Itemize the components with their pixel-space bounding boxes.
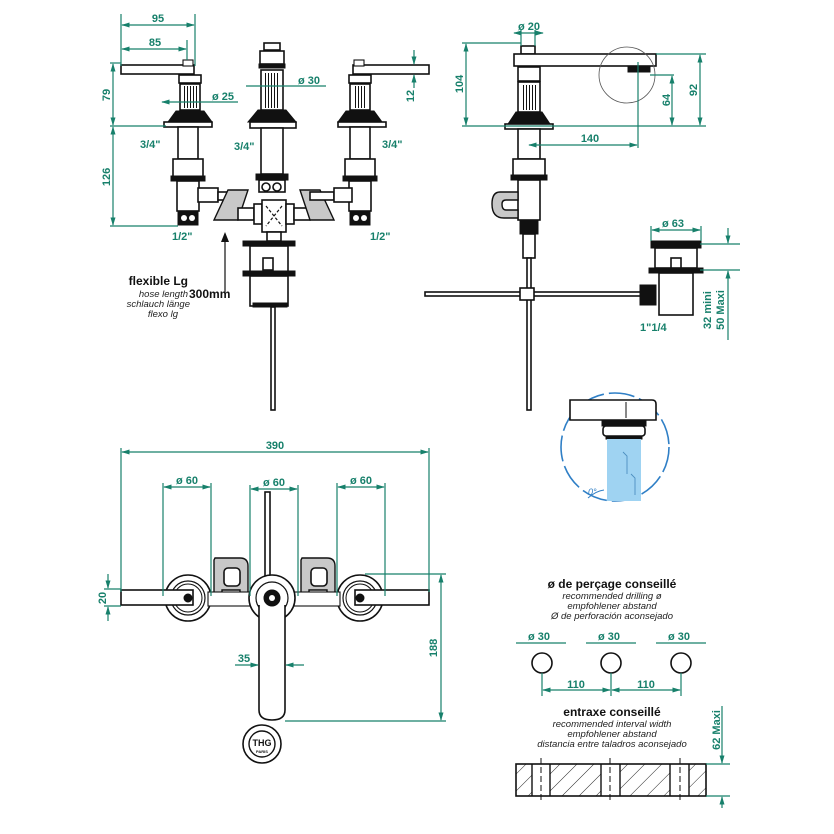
dim-shank-length: 126	[101, 168, 113, 186]
thread-waste: 1"1/4	[640, 322, 668, 334]
hole-diameter-1: ø 30	[528, 631, 550, 643]
connection-hoses	[197, 187, 353, 242]
dim-outlet-height: 64	[661, 93, 673, 106]
thread-center-inlet: 3/4"	[234, 141, 255, 153]
logo-brand: THG	[253, 738, 272, 748]
drilling-title: ø de perçage conseillé	[548, 577, 677, 591]
drilling-recommendation: ø de perçage conseillé recommended drill…	[516, 577, 706, 696]
dim-spout-diameter: ø 30	[298, 75, 320, 87]
dim-lever-width: 20	[97, 592, 109, 604]
dim-thickness-max: 50 Maxi	[715, 290, 727, 330]
top-view: THG PARIS 390 ø 60 ø 60 ø 60 20 35 188	[97, 440, 446, 764]
center-spout-body	[246, 42, 298, 193]
aerator-angle: 0°	[588, 487, 597, 497]
hole-diameter-2: ø 30	[598, 631, 620, 643]
drill-hole-2	[600, 652, 622, 674]
thread-right-inlet: 3/4"	[382, 139, 403, 151]
svg-text:empfohlener abstand: empfohlener abstand	[567, 601, 657, 612]
thg-logo: THG PARIS	[242, 724, 282, 764]
hose-length-value: 300mm	[189, 287, 230, 301]
dim-spout-reach: 188	[428, 639, 440, 657]
front-view: 95 85 79 126 ø 25 ø 30 12 3/4" 3/4" 3/4"…	[101, 13, 430, 411]
dim-body-height: 79	[101, 89, 113, 101]
dim-left-rosette: ø 60	[176, 475, 198, 487]
drill-hole-1	[531, 652, 553, 674]
dim-knob-diameter: ø 20	[518, 21, 540, 33]
thread-left-outlet: 1/2"	[172, 231, 193, 243]
side-spout	[513, 53, 657, 67]
countertop-section	[515, 758, 707, 802]
left-lever	[120, 64, 195, 75]
dim-spout-height: 92	[688, 84, 700, 96]
dim-center-rosette: ø 60	[263, 477, 285, 489]
top-spout	[248, 574, 296, 721]
interval-recommendation: entraxe conseillé recommended interval w…	[515, 705, 730, 808]
hole-spacing-1: 110	[567, 679, 585, 691]
hole-spacing-2: 110	[637, 679, 655, 691]
dim-projection: 140	[581, 133, 599, 145]
dim-lever-thickness: 12	[405, 90, 417, 102]
dim-spout-width: 35	[238, 653, 250, 665]
right-valve	[337, 59, 430, 226]
dim-flange-diameter: ø 63	[662, 218, 684, 230]
side-view: ø 20 104 92 64 140	[424, 21, 706, 411]
right-lever	[352, 64, 430, 75]
dim-right-rosette: ø 60	[350, 475, 372, 487]
water-stream	[607, 439, 641, 501]
svg-text:recommended interval width: recommended interval width	[553, 719, 672, 730]
waste-detail: ø 63 32 mini 50 Maxi 1"1/4	[639, 218, 740, 340]
interval-title: entraxe conseillé	[563, 705, 661, 719]
drill-hole-3	[670, 652, 692, 674]
svg-text:flexo lg: flexo lg	[148, 309, 179, 320]
thread-right-outlet: 1/2"	[370, 231, 391, 243]
dim-thickness-min: 32 mini	[702, 291, 714, 329]
svg-text:empfohlener abstand: empfohlener abstand	[567, 729, 657, 740]
hole-diameter-3: ø 30	[668, 631, 690, 643]
logo-sub: PARIS	[256, 749, 268, 754]
dim-lever-length: 85	[149, 37, 161, 49]
dim-lever-reach: 95	[152, 13, 164, 25]
left-valve	[120, 59, 213, 226]
waste-valve	[242, 240, 296, 411]
hose-length-note: flexible Lg hose length schlauch länge f…	[127, 232, 230, 320]
front-dimensions: 95 85 79 126 ø 25 ø 30 12 3/4" 3/4" 3/4"…	[101, 13, 417, 243]
svg-text:Ø de perforación aconsejado: Ø de perforación aconsejado	[550, 611, 673, 622]
svg-text:schlauch länge: schlauch länge	[127, 299, 190, 310]
top-right-valve	[336, 574, 430, 622]
top-left-valve	[120, 574, 212, 622]
dim-handle-diameter: ø 25	[212, 91, 234, 103]
dim-total-width: 390	[266, 440, 284, 452]
aerator-detail: 0°	[560, 392, 670, 502]
svg-text:recommended drilling ø: recommended drilling ø	[562, 591, 661, 602]
svg-text:flexible Lg: flexible Lg	[129, 274, 188, 288]
dim-max-thickness: 62 Maxi	[711, 710, 723, 750]
svg-text:hose length: hose length	[139, 289, 188, 300]
svg-text:distancia entre taladros acons: distancia entre taladros aconsejado	[537, 739, 686, 750]
dim-total-height: 104	[454, 74, 466, 93]
thread-left-inlet: 3/4"	[140, 139, 161, 151]
